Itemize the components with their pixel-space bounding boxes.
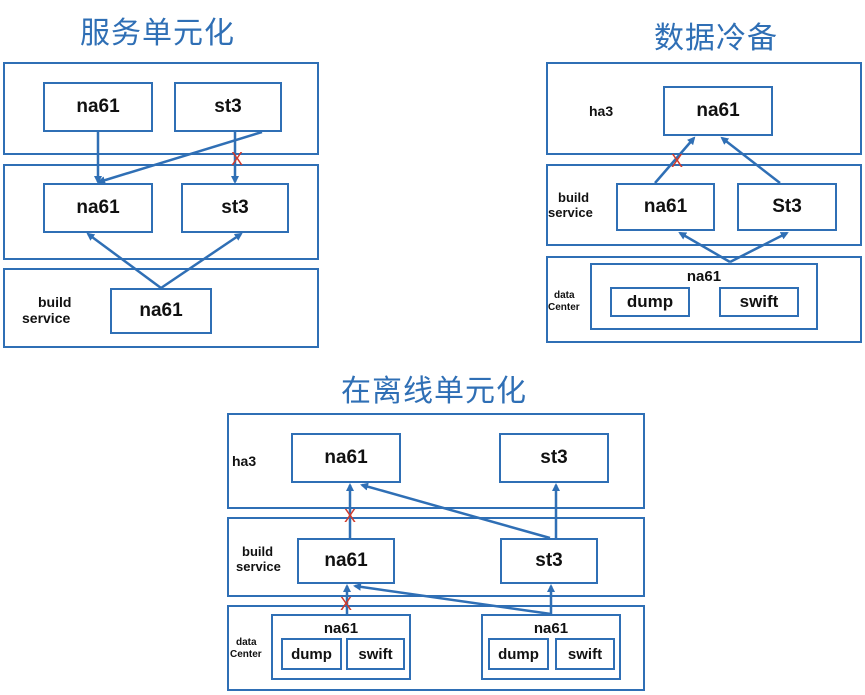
d3-build-label-line2: service [236, 558, 281, 574]
d3-left-dump-node: dump [281, 638, 342, 670]
d3-right-group-label: na61 [533, 620, 569, 637]
d1-build-label-line2: service [22, 310, 71, 327]
diagram3-title: 在离线单元化 [341, 374, 527, 409]
d2-swift-node: swift [719, 287, 799, 317]
d1-bottom-na61-node: na61 [110, 288, 212, 334]
d2-top-na61-node: na61 [663, 86, 773, 136]
d2-data-label-line1: data [554, 290, 575, 301]
d1-build-service-label: build service [22, 294, 71, 326]
d3-right-dump-node: dump [488, 638, 549, 670]
d2-build-label-line2: service [548, 204, 593, 220]
diagram2-title: 数据冷备 [654, 21, 778, 56]
d1-middle-st3-node: st3 [181, 183, 289, 233]
d1-build-label-line1: build [38, 294, 72, 310]
d3-left-swift-node: swift [346, 638, 405, 670]
d2-ha3-label: ha3 [589, 103, 614, 119]
d2-middle-st3-node: St3 [737, 183, 837, 231]
d2-build-label-line1: build [558, 190, 590, 205]
d2-top-panel [546, 62, 862, 155]
d3-build-label-line1: build [242, 544, 274, 559]
d2-build-service-label: build service [548, 190, 593, 221]
d3-middle-st3-node: st3 [500, 538, 598, 584]
d3-middle-na61-node: na61 [297, 538, 395, 584]
d2-middle-na61-node: na61 [616, 183, 715, 231]
d3-top-na61-node: na61 [291, 433, 401, 483]
d3-datacenter-label: data Center [230, 637, 262, 660]
d2-data-label-line2: Center [548, 301, 580, 313]
d1-top-st3-node: st3 [174, 82, 282, 132]
d3-left-group-label: na61 [323, 620, 359, 637]
d3-data-label-line2: Center [230, 648, 262, 660]
d3-right-swift-node: swift [555, 638, 615, 670]
d3-top-st3-node: st3 [499, 433, 609, 483]
d2-group-label: na61 [686, 268, 722, 285]
d3-build-service-label: build service [236, 544, 281, 575]
d1-top-na61-node: na61 [43, 82, 153, 132]
d3-data-label-line1: data [236, 637, 257, 648]
diagram1-title: 服务单元化 [80, 16, 235, 51]
d3-ha3-label: ha3 [232, 453, 257, 469]
d1-middle-na61-node: na61 [43, 183, 153, 233]
d2-datacenter-label: data Center [548, 290, 580, 313]
d2-dump-node: dump [610, 287, 690, 317]
